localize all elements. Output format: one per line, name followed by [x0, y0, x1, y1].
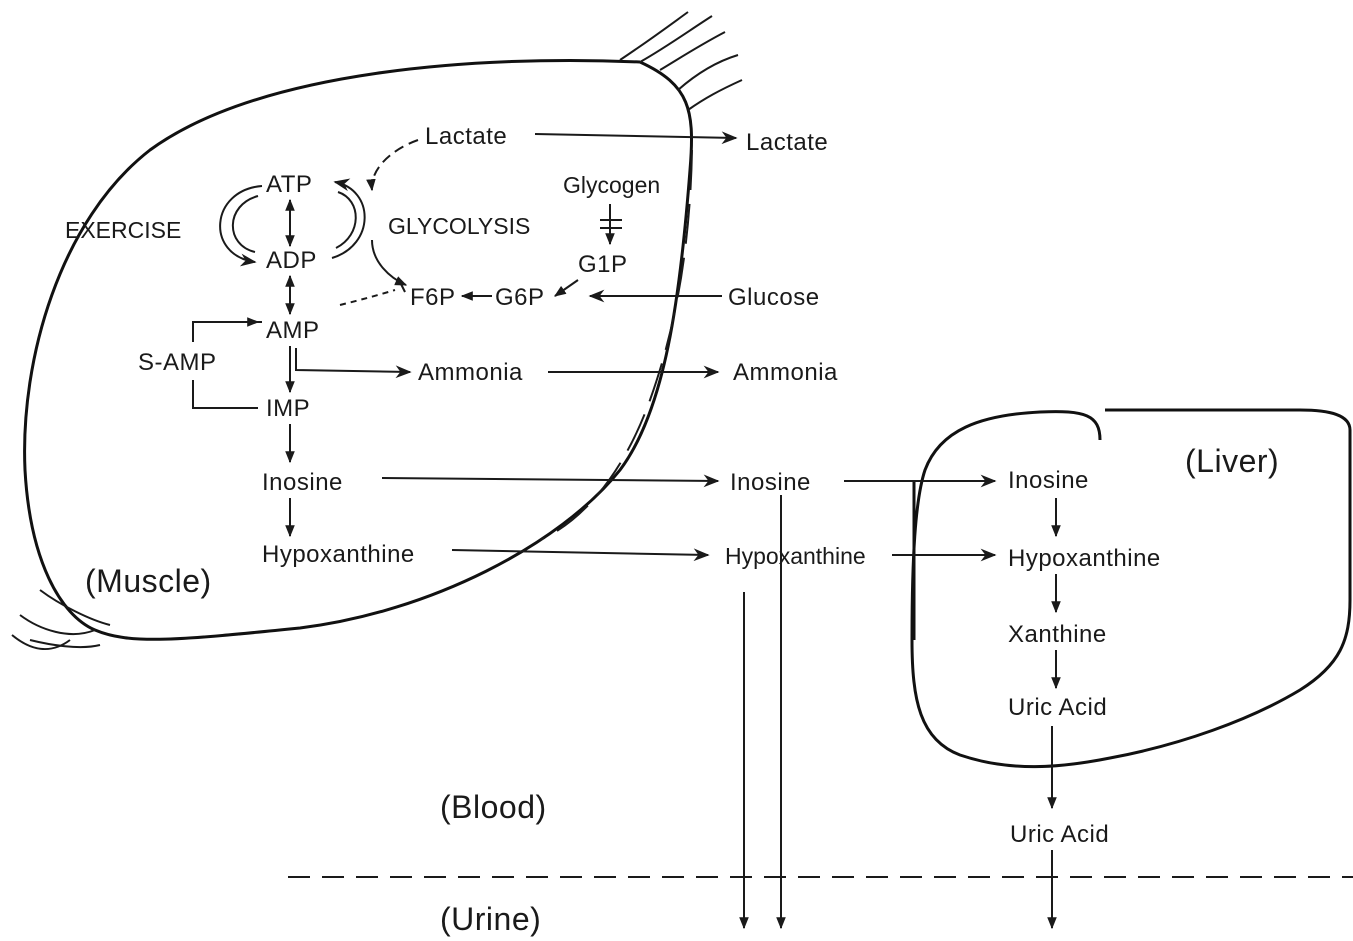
- liver-region-label: (Liver): [1185, 443, 1279, 479]
- exercise-label: EXERCISE: [65, 217, 181, 243]
- g6p-label: G6P: [495, 284, 545, 311]
- muscle-internal-arrows: [193, 140, 622, 536]
- blood-region-label: (Blood): [440, 789, 547, 825]
- liver-uric-acid-label: Uric Acid: [1008, 694, 1107, 721]
- muscle-inosine-label: Inosine: [262, 469, 343, 496]
- blood-ammonia-label: Ammonia: [733, 359, 838, 386]
- glycogen-label: Glycogen: [563, 172, 660, 198]
- muscle-ammonia-label: Ammonia: [418, 359, 523, 386]
- s-amp-label: S-AMP: [138, 349, 217, 376]
- blood-hypoxanthine-label: Hypoxanthine: [725, 543, 866, 569]
- atp-label: ATP: [266, 171, 312, 198]
- blood-uric-acid-label: Uric Acid: [1010, 821, 1109, 848]
- f6p-label: F6P: [410, 284, 456, 311]
- muscle-region-label: (Muscle): [85, 563, 212, 599]
- xanthine-label: Xanthine: [1008, 621, 1107, 648]
- blood-lactate-label: Lactate: [746, 129, 828, 156]
- muscle-to-blood-arrows: [382, 134, 736, 555]
- muscle-lactate-label: Lactate: [425, 123, 507, 150]
- liver-hypoxanthine-label: Hypoxanthine: [1008, 545, 1161, 572]
- g1p-label: G1P: [578, 251, 628, 278]
- blood-inosine-label: Inosine: [730, 469, 811, 496]
- liver-cell-outline: [912, 410, 1350, 767]
- muscle-hypoxanthine-label: Hypoxanthine: [262, 541, 415, 568]
- amp-label: AMP: [266, 317, 320, 344]
- imp-label: IMP: [266, 395, 310, 422]
- blood-glucose-label: Glucose: [728, 284, 820, 311]
- liver-inosine-label: Inosine: [1008, 467, 1089, 494]
- glycolysis-label: GLYCOLYSIS: [388, 213, 530, 239]
- adp-label: ADP: [266, 247, 317, 274]
- urine-region-label: (Urine): [440, 901, 541, 937]
